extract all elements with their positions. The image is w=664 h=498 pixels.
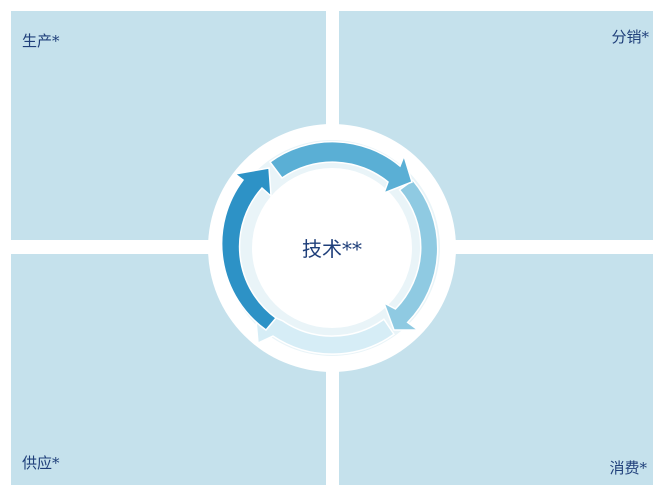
cycle-arrow-right (382, 179, 439, 331)
cycle-arrow-top (268, 140, 413, 195)
cycle-arrow-bottom (254, 307, 396, 355)
cycle-center-disc (252, 168, 412, 328)
production-label: 生产* (22, 32, 60, 50)
cycle-arrow-left (220, 167, 278, 332)
distribution-label: 分销* (611, 28, 649, 46)
supply-label: 供应* (22, 454, 60, 472)
center-technology-label: 技术** (302, 237, 362, 261)
consumption-label: 消费* (609, 459, 647, 477)
